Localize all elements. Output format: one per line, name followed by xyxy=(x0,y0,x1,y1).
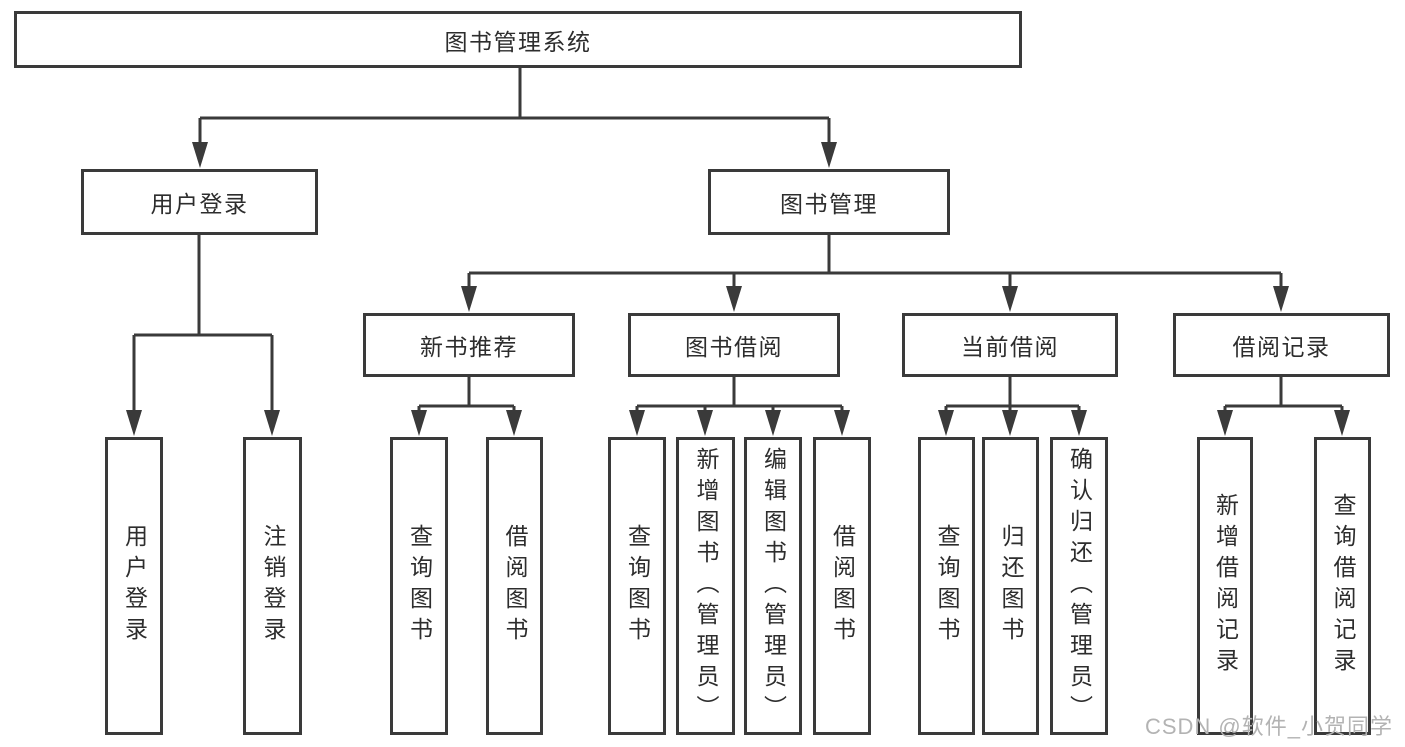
arrow-down-icon xyxy=(1334,410,1350,436)
arrow-down-icon xyxy=(821,142,837,168)
node-label: 查询图书 xyxy=(406,524,433,648)
node-label: 图书管理系统 xyxy=(444,28,592,55)
node-label: 图书借阅 xyxy=(685,334,783,360)
node-label: 借阅记录 xyxy=(1232,334,1331,360)
node-label: 新书推荐 xyxy=(420,334,518,360)
node-current-borrowing: 当前借阅 xyxy=(902,313,1118,377)
leaf-return-book: 归还图书 xyxy=(982,437,1039,735)
node-book-borrowing: 图书借阅 xyxy=(628,313,840,377)
connector-user-login-to-leaves xyxy=(132,235,274,412)
node-label: 查询图书 xyxy=(624,524,651,648)
node-label: 编辑图书（管理员） xyxy=(760,446,787,726)
connector-current-borrowing-to-leaves xyxy=(944,377,1081,412)
connector-borrowing-records-to-leaves xyxy=(1223,377,1344,412)
arrow-down-icon xyxy=(938,410,954,436)
leaf-query-borrow-record: 查询借阅记录 xyxy=(1314,437,1371,735)
node-label: 用户登录 xyxy=(150,191,249,217)
node-label: 查询图书 xyxy=(934,524,960,648)
connector-root-to-level2 xyxy=(198,68,831,144)
leaf-borrow-books-newrec: 借阅图书 xyxy=(486,437,543,735)
leaf-query-books-current: 查询图书 xyxy=(918,437,975,735)
node-book-management: 图书管理 xyxy=(708,169,950,235)
arrow-down-icon xyxy=(726,286,742,312)
arrow-down-icon xyxy=(629,410,645,436)
arrow-down-icon xyxy=(506,410,522,436)
arrow-down-icon xyxy=(264,410,280,436)
arrow-down-icon xyxy=(1071,410,1087,436)
node-label: 图书管理 xyxy=(780,191,878,217)
arrow-down-icon xyxy=(1273,286,1289,312)
node-label: 确认归还（管理员） xyxy=(1066,446,1093,726)
node-label: 新增图书（管理员） xyxy=(693,446,719,726)
connector-new-book-rec-to-leaves xyxy=(417,377,516,412)
leaf-add-book-admin: 新增图书（管理员） xyxy=(676,437,735,735)
arrowhead-icons xyxy=(126,142,1350,436)
arrow-down-icon xyxy=(834,410,850,436)
leaf-add-borrow-record: 新增借阅记录 xyxy=(1197,437,1253,735)
node-label: 新增借阅记录 xyxy=(1212,493,1239,679)
connector-book-management-to-level3 xyxy=(467,235,1283,289)
leaf-user-login: 用户登录 xyxy=(105,437,163,735)
leaf-query-books-newrec: 查询图书 xyxy=(390,437,448,735)
arrow-down-icon xyxy=(192,142,208,168)
arrow-down-icon xyxy=(126,410,142,436)
arrow-down-icon xyxy=(697,410,713,436)
node-label: 借阅图书 xyxy=(502,524,528,648)
node-label: 注销登录 xyxy=(260,524,286,648)
node-label: 归还图书 xyxy=(998,524,1024,648)
node-new-book-recommendation: 新书推荐 xyxy=(363,313,575,377)
arrow-down-icon xyxy=(765,410,781,436)
leaf-logout: 注销登录 xyxy=(243,437,302,735)
arrow-down-icon xyxy=(1002,286,1018,312)
node-borrowing-records: 借阅记录 xyxy=(1173,313,1390,377)
node-library-management-system: 图书管理系统 xyxy=(14,11,1022,68)
csdn-watermark: CSDN @软件_小贺同学 xyxy=(1144,714,1393,739)
node-label: 当前借阅 xyxy=(961,334,1059,360)
arrow-down-icon xyxy=(1002,410,1018,436)
connector-book-borrowing-to-leaves xyxy=(635,377,844,412)
leaf-borrow-books-borrowing: 借阅图书 xyxy=(813,437,871,735)
arrow-down-icon xyxy=(461,286,477,312)
arrow-down-icon xyxy=(1217,410,1233,436)
arrow-down-icon xyxy=(411,410,427,436)
leaf-confirm-return-admin: 确认归还（管理员） xyxy=(1050,437,1108,735)
leaf-query-books-borrowing: 查询图书 xyxy=(608,437,666,735)
node-label: 借阅图书 xyxy=(829,524,856,648)
node-label: 用户登录 xyxy=(121,524,148,648)
leaf-edit-book-admin: 编辑图书（管理员） xyxy=(744,437,802,735)
node-label: 查询借阅记录 xyxy=(1330,493,1356,679)
connector-lines xyxy=(132,68,1344,412)
node-user-login-branch: 用户登录 xyxy=(81,169,318,235)
